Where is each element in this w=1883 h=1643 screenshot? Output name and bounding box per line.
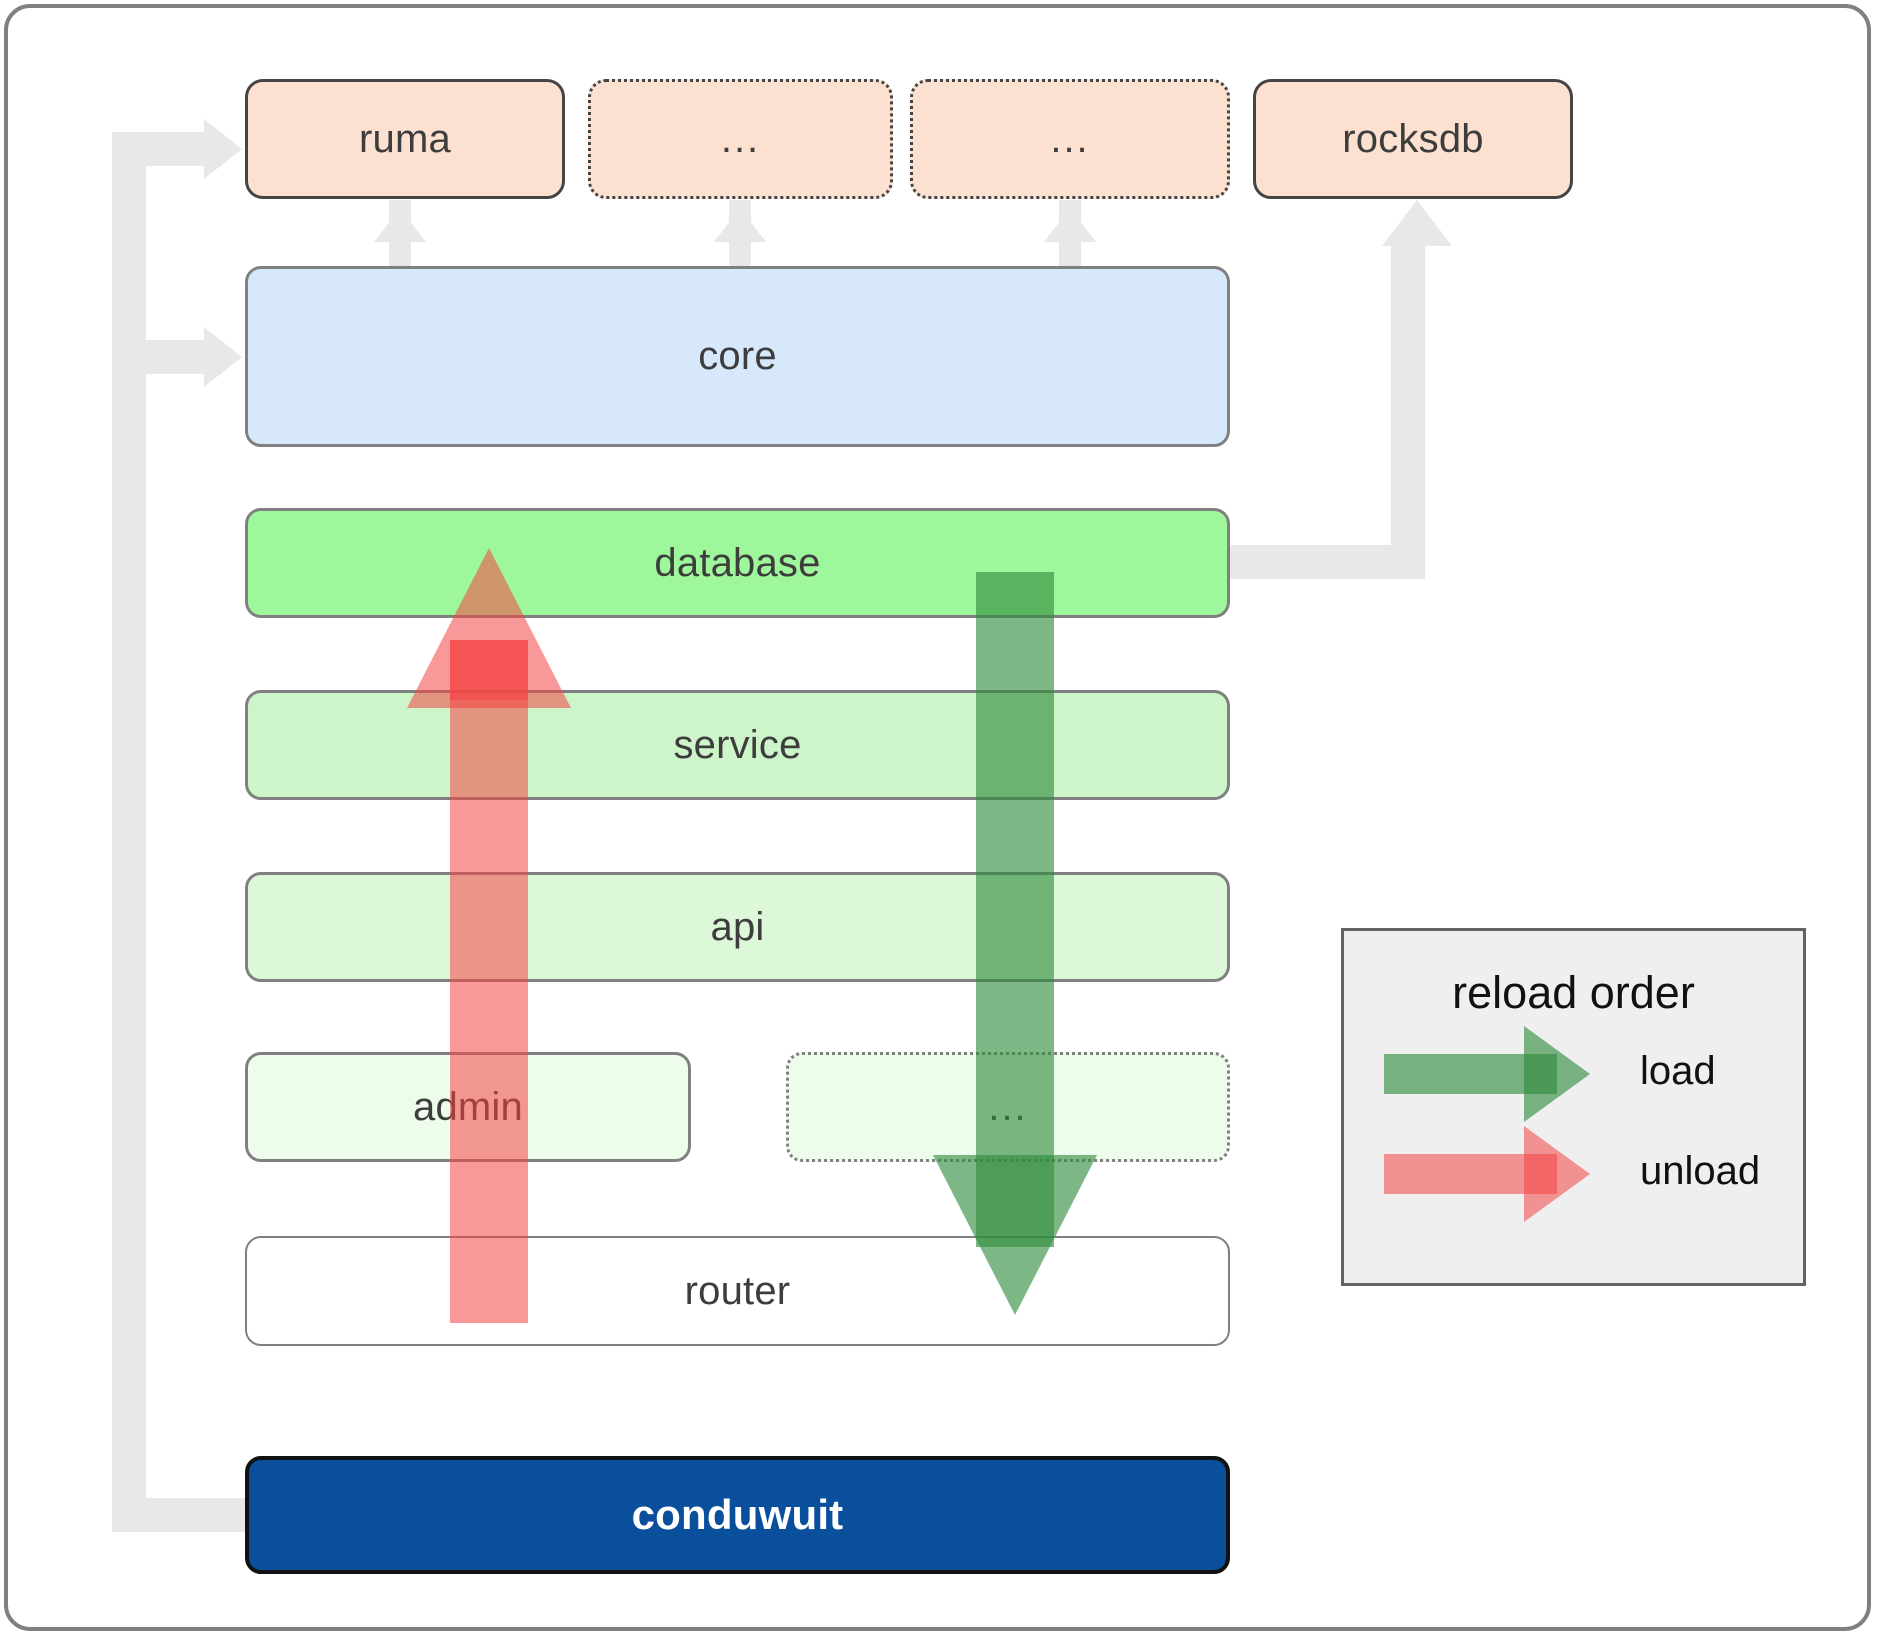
legend-panel: reload order load unload [1341, 928, 1806, 1286]
node-rocksdb[interactable]: rocksdb [1253, 79, 1573, 199]
load-arrow-head [933, 1155, 1097, 1315]
node-service[interactable]: service [245, 690, 1230, 800]
connector-branch-core [112, 340, 222, 374]
node-ruma[interactable]: ruma [245, 79, 565, 199]
node-api-label: api [710, 904, 765, 949]
legend-title: reload order [1452, 967, 1695, 1018]
unload-arrow-shaft [450, 640, 528, 1323]
legend-unload-label: unload [1640, 1149, 1761, 1193]
connector-conduwuit-stub [112, 1498, 252, 1532]
node-external-dots-1[interactable]: ... [588, 79, 893, 199]
node-ruma-label: ruma [359, 116, 451, 161]
connector-core-to-dots2-arrow [1044, 208, 1096, 242]
node-database[interactable]: database [245, 508, 1230, 618]
node-router-label: router [684, 1268, 791, 1313]
node-database-label: database [654, 540, 821, 585]
node-external-dots-2-label: ... [1050, 116, 1090, 161]
legend-load-label: load [1640, 1049, 1716, 1093]
node-rocksdb-label: rocksdb [1342, 116, 1484, 161]
node-conduwuit[interactable]: conduwuit [245, 1456, 1230, 1574]
connector-branch-ruma [112, 132, 222, 166]
connector-core-to-dots1-arrow [714, 208, 766, 242]
legend-load-arrow-head [1524, 1026, 1590, 1122]
node-core-label: core [698, 334, 777, 378]
unload-arrow-shaft-upper [450, 640, 528, 700]
node-api[interactable]: api [245, 872, 1230, 982]
diagram-outer-frame [4, 4, 1871, 1631]
connector-db-to-rocksdb-vertical [1391, 236, 1425, 566]
node-core[interactable]: core [245, 266, 1230, 447]
legend-unload-arrow-head [1524, 1126, 1590, 1222]
node-external-dots-2[interactable]: ... [910, 79, 1230, 199]
node-conduwuit-label: conduwuit [631, 1491, 844, 1538]
load-arrow-shaft [976, 572, 1054, 1247]
connector-arrow-ruma [204, 119, 242, 179]
connector-core-to-ruma-arrow [374, 208, 426, 242]
node-external-dots-1-label: ... [720, 116, 761, 161]
node-service-label: service [673, 722, 802, 767]
connector-arrow-core [204, 327, 242, 387]
connector-db-to-rocksdb-arrow [1382, 200, 1452, 246]
